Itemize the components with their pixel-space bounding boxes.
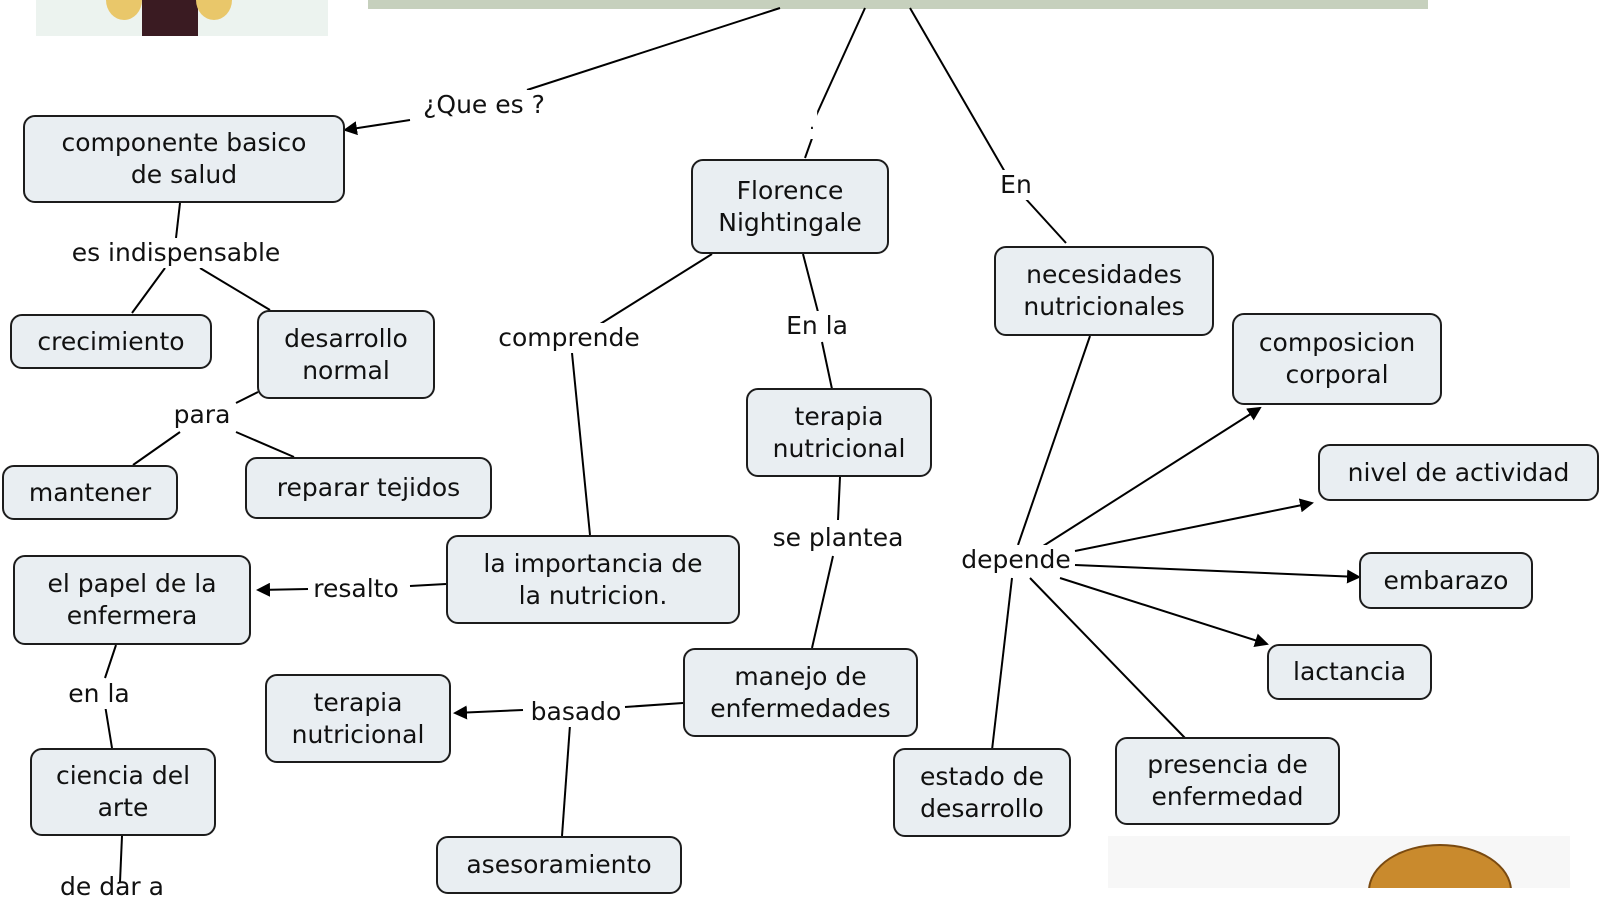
label-basado: basado [528,697,624,727]
label-se-plantea: se plantea [770,523,906,553]
label-en-la: En la [784,311,850,341]
label-dot: . [807,109,817,139]
nut-illustration-image [1108,836,1570,888]
node-text: embarazo [1383,565,1509,595]
label-que-es: ¿Que es ? [421,90,547,120]
node-crecimiento: crecimiento [10,314,212,369]
node-ciencia-del-arte: ciencia del arte [30,748,216,836]
node-text: asesoramiento [466,850,652,879]
node-manejo-enfermedades: manejo de enfermedades [683,648,918,737]
label-en: En [998,170,1034,200]
node-text: composicion corporal [1258,328,1416,389]
node-lactancia: lactancia [1267,644,1432,700]
label-es-indispensable: es indispensable [69,238,283,268]
node-papel-enfermera: el papel de la enfermera [13,555,251,645]
node-text: nivel de actividad [1347,457,1570,487]
node-text: presencia de enfermedad [1147,750,1308,811]
node-componente-basico: componente basico de salud [23,115,345,203]
node-text: estado de desarrollo [920,761,1044,823]
node-text: la importancia de la nutricion. [483,548,703,610]
node-text: Florence Nightingale [718,175,862,237]
title-bar-edge [368,0,1428,9]
label-en-la-2: en la [66,679,132,709]
node-asesoramiento: asesoramiento [436,836,682,894]
node-terapia-nutricional-2: terapia nutricional [265,674,451,763]
node-mantener: mantener [2,465,178,520]
node-desarrollo-normal: desarrollo normal [257,310,435,399]
node-composicion-corporal: composicion corporal [1232,313,1442,405]
node-text: componente basico de salud [61,128,307,189]
node-estado-de-desarrollo: estado de desarrollo [893,748,1071,837]
label-depende: depende [959,545,1073,575]
node-text: crecimiento [37,326,185,356]
node-presencia-de-enfermedad: presencia de enfermedad [1115,737,1340,825]
node-reparar-tejidos: reparar tejidos [245,457,492,519]
node-text: necesidades nutricionales [1023,260,1185,321]
node-necesidades-nutricionales: necesidades nutricionales [994,246,1214,336]
node-text: reparar tejidos [276,473,461,502]
node-florence-nightingale: Florence Nightingale [691,159,889,254]
node-text: el papel de la enfermera [47,569,217,630]
node-text: ciencia del arte [55,761,191,822]
node-importancia-nutricion: la importancia de la nutricion. [446,535,740,624]
label-para: para [171,400,233,430]
node-embarazo: embarazo [1359,552,1533,609]
node-text: desarrollo normal [284,323,408,385]
node-nivel-de-actividad: nivel de actividad [1318,444,1599,501]
label-partial-de-dar-a: de dar a [60,872,164,901]
node-text: terapia nutricional [291,687,425,749]
cartoon-nurse-image [36,0,328,36]
label-comprende: comprende [496,323,642,353]
label-resalto: resalto [311,574,401,604]
node-text: lactancia [1293,657,1406,686]
node-text: terapia nutricional [772,401,906,463]
node-text: mantener [28,477,152,507]
node-text: manejo de enfermedades [710,661,891,723]
node-terapia-nutricional-1: terapia nutricional [746,388,932,477]
